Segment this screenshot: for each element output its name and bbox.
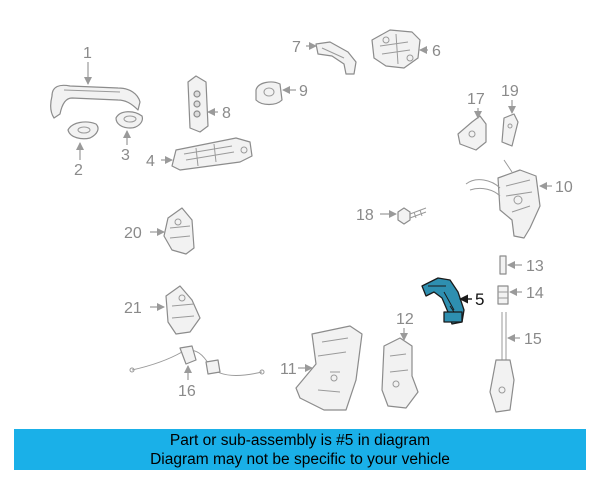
part-13-clip[interactable] <box>499 255 507 275</box>
callout-13: 13 <box>526 258 544 275</box>
part-12-bracket[interactable] <box>381 337 419 409</box>
part-3-end-cap[interactable] <box>115 111 143 129</box>
callout-9: 9 <box>299 83 308 100</box>
part-15-rod[interactable] <box>489 312 515 413</box>
callout-4: 4 <box>146 153 155 170</box>
callout-1: 1 <box>83 45 92 62</box>
callout-7: 7 <box>292 39 301 56</box>
part-16-cable[interactable] <box>129 345 265 376</box>
part-21-lock-assembly[interactable] <box>165 285 201 335</box>
callout-3: 3 <box>121 147 130 164</box>
callout-8: 8 <box>222 105 231 122</box>
callout-10: 10 <box>555 179 573 196</box>
part-19-small-bracket[interactable] <box>501 113 519 147</box>
part-9-lock-cylinder[interactable] <box>255 81 283 106</box>
part-20-lock-assembly[interactable] <box>163 207 195 255</box>
part-2-end-cap[interactable] <box>67 121 99 140</box>
callout-6: 6 <box>432 43 441 60</box>
callout-18: 18 <box>356 207 374 224</box>
callout-11: 11 <box>280 361 297 378</box>
part-1-grab-handle[interactable] <box>50 84 141 119</box>
callout-2: 2 <box>74 162 83 179</box>
callout-17: 17 <box>467 91 485 108</box>
part-5-highlighted-bracket[interactable] <box>421 277 465 325</box>
part-18-screw[interactable] <box>397 207 427 225</box>
callout-16: 16 <box>178 383 196 400</box>
callout-20: 20 <box>124 225 142 242</box>
callout-5: 5 <box>475 290 484 309</box>
part-7-outer-handle[interactable] <box>315 41 357 75</box>
part-6-lock-actuator[interactable] <box>371 29 421 69</box>
part-14-grommet[interactable] <box>497 285 509 305</box>
banner-line-2: Diagram may not be specific to your vehi… <box>150 451 450 468</box>
callout-12: 12 <box>396 311 414 328</box>
part-8-key-fob[interactable] <box>187 75 209 133</box>
info-banner: Part or sub-assembly is #5 in diagram Di… <box>14 429 586 470</box>
banner-line-1: Part or sub-assembly is #5 in diagram <box>169 432 431 449</box>
part-10-door-latch[interactable] <box>465 159 541 239</box>
part-17-bracket[interactable] <box>457 115 487 151</box>
callout-19: 19 <box>501 83 519 100</box>
part-4-handle-carrier[interactable] <box>171 137 253 171</box>
callout-21: 21 <box>124 300 142 317</box>
callout-15: 15 <box>524 331 542 348</box>
callout-14: 14 <box>526 285 544 302</box>
part-11-trim-panel[interactable] <box>295 325 363 411</box>
